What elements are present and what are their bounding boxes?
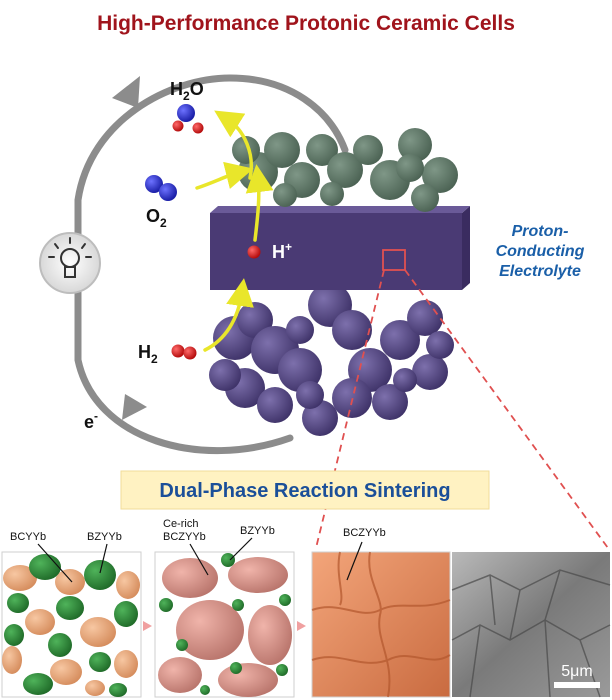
- sem-micrograph: 5μm: [451, 552, 611, 698]
- h2-label: H2: [138, 342, 158, 366]
- p2-pointers: [189, 537, 253, 576]
- h2-molecule: [171, 344, 197, 360]
- o2-label: O2: [146, 206, 167, 230]
- panel-dense-ceramic: [311, 551, 451, 698]
- anode-structure: [209, 283, 454, 436]
- p2-label-bzyyb: BZYYb: [240, 525, 275, 537]
- p3-label-bczyyb: BCZYYb: [343, 527, 386, 539]
- step-arrow-1: [143, 621, 152, 631]
- electrolyte-label: Proton- Conducting Electrolyte: [496, 223, 585, 280]
- zoom-marker: [382, 249, 406, 271]
- electrolyte-label-line3: Electrolyte: [499, 263, 581, 280]
- p1-label-bcyyb: BCYYb: [10, 531, 46, 543]
- p2-label-bczyyb: BCZYYb: [163, 531, 206, 543]
- h2o-label: H2O: [170, 79, 204, 103]
- zoom-lines: [315, 269, 609, 549]
- p1-label-bzyyb: BZYYb: [87, 531, 122, 543]
- sintering-banner: Dual-Phase Reaction Sintering: [120, 470, 490, 510]
- electrolyte-label-line2: Conducting: [496, 243, 585, 260]
- figure-title: High-Performance Protonic Ceramic Cells: [97, 12, 515, 35]
- scale-bar-label: 5μm: [561, 663, 592, 680]
- step-arrow-2: [297, 621, 306, 631]
- electron-label: e-: [84, 409, 98, 432]
- h2o-molecule: [172, 104, 204, 134]
- p2-label-ce-rich: Ce-rich: [163, 518, 198, 530]
- h-plus-label: H+: [272, 240, 292, 262]
- p3-pointer: [346, 541, 363, 581]
- circuit-arrow-top: [112, 76, 140, 108]
- reaction-arrows: [195, 110, 274, 352]
- cathode-structure: [232, 128, 458, 212]
- p1-pointers: [37, 543, 108, 583]
- o2-molecule: [145, 175, 177, 201]
- scale-bar: [554, 682, 600, 688]
- electrolyte-label-line1: Proton-: [512, 223, 569, 240]
- banner-text: Dual-Phase Reaction Sintering: [159, 480, 450, 502]
- electrolyte-slab: [210, 206, 470, 290]
- circuit-arrow-bottom: [122, 394, 147, 420]
- proton-ion: [247, 245, 261, 259]
- external-circuit: [74, 74, 349, 454]
- panel-reacting-powder: [154, 551, 295, 698]
- light-bulb-icon: [39, 232, 101, 294]
- panel-mixed-powder: [1, 551, 142, 698]
